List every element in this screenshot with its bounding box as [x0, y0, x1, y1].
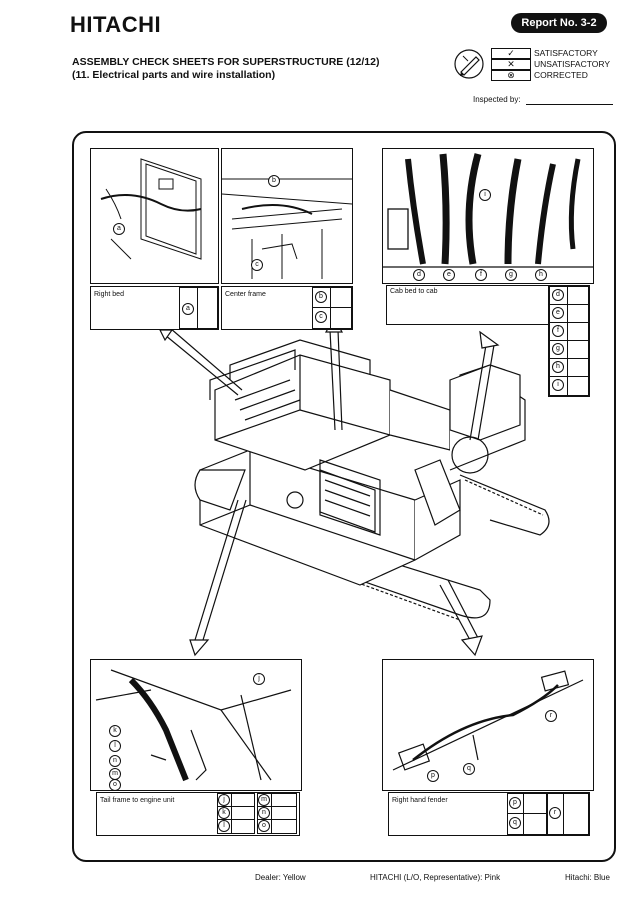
callout-e: e: [443, 269, 455, 281]
marker-f: f: [552, 325, 564, 337]
legend-label-unsatisfactory: UNSATISFACTORY: [534, 59, 611, 69]
report-number-badge: Report No. 3-2: [511, 13, 607, 33]
center-frame-label: Center frame: [225, 291, 266, 298]
legend-label-corrected: CORRECTED: [534, 70, 588, 80]
legend-symbol-corrected: ⊗: [491, 70, 531, 81]
marker-n: n: [258, 807, 270, 819]
callout-a: a: [113, 223, 125, 235]
callout-g: g: [505, 269, 517, 281]
right-fender-label: Right hand fender: [392, 797, 448, 804]
right-bed-label: Right bed: [94, 291, 124, 298]
callout-b: b: [268, 175, 280, 187]
callout-j: j: [253, 673, 265, 685]
cab-bed-checkbox-panel: d e f g h i: [548, 285, 590, 397]
marker-k: k: [218, 807, 230, 819]
right-bed-check-cell[interactable]: [197, 287, 218, 329]
marker-e: e: [552, 307, 564, 319]
marker-i: i: [552, 379, 564, 391]
marker-m: m: [258, 794, 270, 806]
fender-check-r[interactable]: [563, 793, 589, 835]
marker-a: a: [182, 303, 194, 315]
page-title: ASSEMBLY CHECK SHEETS FOR SUPERSTRUCTURE…: [72, 56, 380, 68]
marker-l: l: [218, 820, 230, 832]
legend-symbol-satisfactory: ✓: [491, 48, 531, 59]
marker-c: c: [315, 311, 327, 323]
excavator-illustration: [194, 339, 550, 621]
callout-f: f: [475, 269, 487, 281]
brand-logo: HITACHI: [70, 12, 162, 37]
inspected-by-label: Inspected by:: [473, 95, 521, 104]
callout-d: d: [413, 269, 425, 281]
tail-frame-label: Tail frame to engine unit: [100, 797, 175, 804]
fender-check-q[interactable]: [523, 813, 547, 835]
cab-bed-check-d[interactable]: [567, 286, 589, 306]
legend-label-satisfactory: SATISFACTORY: [534, 48, 598, 58]
right-fender-checkbox-panel: Right hand fender p q r: [388, 792, 590, 836]
marker-g: g: [552, 343, 564, 355]
callout-o: o: [109, 779, 121, 791]
marker-j: j: [218, 794, 230, 806]
cab-bed-check-g[interactable]: [567, 340, 589, 360]
footer-hitachi: Hitachi: Blue: [565, 873, 610, 882]
callout-p: p: [427, 770, 439, 782]
tail-check-o[interactable]: [271, 819, 297, 834]
marker-b: b: [315, 291, 327, 303]
center-frame-photo: b c: [221, 148, 353, 284]
center-frame-check-c[interactable]: [330, 307, 352, 329]
cab-bed-check-h[interactable]: [567, 358, 589, 378]
callout-k: k: [109, 725, 121, 737]
cab-bed-check-f[interactable]: [567, 322, 589, 342]
page-subtitle: (11. Electrical parts and wire installat…: [72, 69, 276, 81]
legend-symbol-unsatisfactory: ✕: [491, 59, 531, 70]
tail-frame-photo: j k l n m o: [90, 659, 302, 791]
marker-q: q: [509, 817, 521, 829]
right-bed-checkbox-panel: Right bed a: [90, 286, 219, 330]
pencil-check-icon: [454, 49, 484, 79]
right-bed-photo: a: [90, 148, 219, 284]
marker-h: h: [552, 361, 564, 373]
callout-h: h: [535, 269, 547, 281]
right-fender-photo: r p q: [382, 659, 594, 791]
fender-check-p[interactable]: [523, 793, 547, 815]
marker-r: r: [549, 807, 561, 819]
center-frame-checkbox-panel: Center frame b c: [221, 286, 353, 330]
diagram-frame: [72, 131, 616, 862]
marker-o: o: [258, 820, 270, 832]
callout-i: i: [479, 189, 491, 201]
marker-d: d: [552, 289, 564, 301]
footer-dealer: Dealer: Yellow: [255, 873, 306, 882]
inspected-by-field[interactable]: [526, 104, 613, 105]
footer-hitachi-lo: HITACHI (L/O, Representative): Pink: [370, 873, 501, 882]
callout-q: q: [463, 763, 475, 775]
callout-l: l: [109, 740, 121, 752]
cab-bed-label: Cab bed to cab: [390, 288, 438, 295]
center-frame-check-b[interactable]: [330, 287, 352, 309]
cab-bed-photo: i d e f g h: [382, 148, 594, 284]
callout-n: n: [109, 755, 121, 767]
callout-r: r: [545, 710, 557, 722]
cab-bed-check-i[interactable]: [567, 376, 589, 396]
cab-bed-check-e[interactable]: [567, 304, 589, 324]
callout-c: c: [251, 259, 263, 271]
marker-p: p: [509, 797, 521, 809]
tail-check-l[interactable]: [231, 819, 255, 834]
tail-frame-checkbox-panel: Tail frame to engine unit j k l m n o: [96, 792, 300, 836]
